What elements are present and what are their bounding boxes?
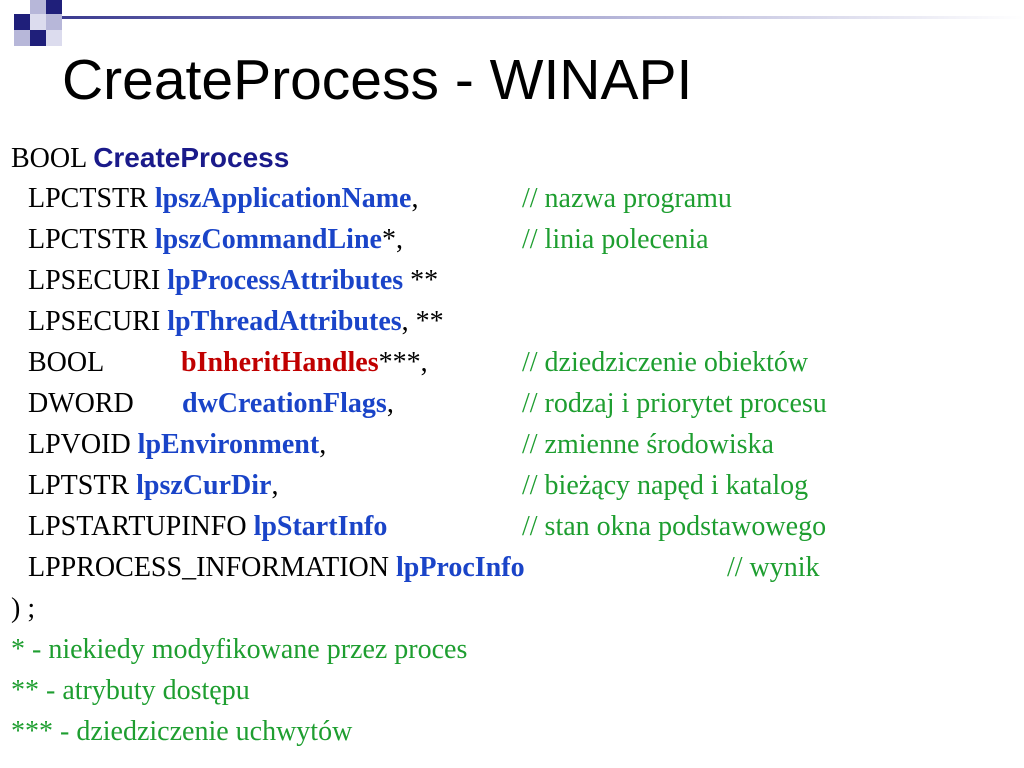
param-type: LPSECURI (28, 265, 161, 296)
param-name: lpStartInfo (253, 511, 388, 542)
param-suffix: ***, (378, 347, 428, 378)
deco-square-light (46, 14, 62, 30)
deco-square-dark (14, 14, 30, 30)
footnote: * - niekiedy modyfikowane przez proces (11, 634, 468, 665)
param-name: lpThreadAttributes (167, 306, 402, 337)
param-line: LPPROCESS_INFORMATION lpProcInfo // wyni… (11, 547, 1011, 588)
param-comment: // dziedziczenie obiektów (522, 347, 809, 378)
slide-title: CreateProcess - WINAPI (62, 48, 693, 112)
slide-decoration (0, 0, 1024, 60)
param-line: LPSTARTUPINFO lpStartInfo // stan okna p… (11, 506, 1011, 547)
deco-square-pale (30, 14, 46, 30)
param-suffix: , (386, 388, 394, 419)
param-suffix: ** (403, 265, 439, 296)
deco-square-pale (46, 30, 62, 46)
param-name: lpProcInfo (395, 552, 525, 583)
param-comment: // zmienne środowiska (522, 429, 774, 460)
param-type: LPSTARTUPINFO (28, 511, 247, 542)
deco-square-dark (46, 0, 62, 14)
param-type: LPSECURI (28, 306, 161, 337)
param-line: LPCTSTR lpszApplicationName, // nazwa pr… (11, 178, 1011, 219)
param-comment: // linia polecenia (522, 224, 709, 255)
param-type: LPPROCESS_INFORMATION (28, 552, 389, 583)
closing-paren: ) ; (11, 593, 36, 624)
param-type: LPTSTR (28, 470, 130, 501)
param-name: lpProcessAttributes (167, 265, 404, 296)
code-block: BOOL CreateProcess LPCTSTR lpszApplicati… (11, 137, 1011, 752)
param-line: LPSECURI lpThreadAttributes, ** (11, 301, 1011, 342)
param-type: LPVOID (28, 429, 131, 460)
param-comment: // stan okna podstawowego (522, 511, 827, 542)
param-name: lpszCurDir (136, 470, 272, 501)
param-type: BOOL (28, 347, 105, 378)
param-suffix: , ** (401, 306, 444, 337)
footnote: ** - atrybuty dostępu (11, 675, 250, 706)
param-comment: // bieżący napęd i katalog (522, 470, 809, 501)
title-rule (60, 16, 1024, 19)
param-suffix: , (271, 470, 279, 501)
param-line: LPTSTR lpszCurDir, // bieżący napęd i ka… (11, 465, 1011, 506)
deco-square-light (30, 0, 46, 14)
param-line: LPSECURI lpProcessAttributes ** (11, 260, 1011, 301)
footnote: *** - dziedziczenie uchwytów (11, 716, 353, 747)
param-line: LPVOID lpEnvironment, // zmienne środowi… (11, 424, 1011, 465)
param-name: bInheritHandles (181, 347, 379, 378)
param-comment: // nazwa programu (522, 183, 732, 214)
param-type: LPCTSTR (28, 183, 148, 214)
param-line: BOOL bInheritHandles***, // dziedziczeni… (11, 342, 1011, 383)
param-comment: // rodzaj i priorytet procesu (522, 388, 827, 419)
deco-square-light (14, 30, 30, 46)
title-bar-ornament (14, 0, 1024, 46)
signature-header: BOOL CreateProcess (11, 137, 1011, 178)
return-type: BOOL (11, 143, 87, 174)
function-name: CreateProcess (93, 142, 290, 173)
param-line: LPCTSTR lpszCommandLine*, // linia polec… (11, 219, 1011, 260)
param-suffix: , (319, 429, 327, 460)
param-line: DWORD dwCreationFlags, // rodzaj i prior… (11, 383, 1011, 424)
param-name: lpszCommandLine (154, 224, 382, 255)
param-name: lpEnvironment (137, 429, 320, 460)
param-type: DWORD (28, 388, 134, 419)
param-suffix: , (411, 183, 419, 214)
deco-square-dark (30, 30, 46, 46)
param-name: dwCreationFlags (182, 388, 387, 419)
param-name: lpszApplicationName (154, 183, 412, 214)
param-comment: // wynik (727, 552, 820, 583)
param-suffix: *, (381, 224, 403, 255)
param-type: LPCTSTR (28, 224, 148, 255)
